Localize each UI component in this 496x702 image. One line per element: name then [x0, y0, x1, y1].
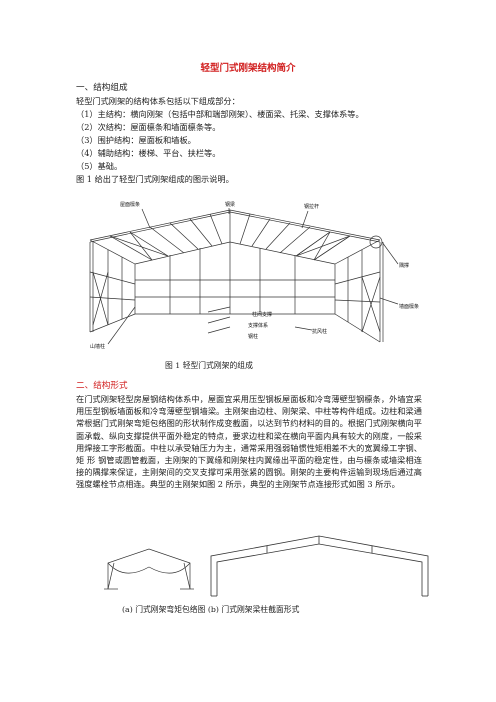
text-line: （1）主结构：横向刚架（包括中部和端部刚架）、楼面梁、托梁、支撑体系等。 [76, 109, 364, 119]
label-end-column: 山墙柱 [90, 344, 106, 350]
figure-2-moment-envelope [104, 548, 194, 590]
text-line: （2）次结构：屋面檩条和墙面檩条等。 [76, 122, 221, 132]
section-heading-form: 二、结构形式 [76, 381, 128, 391]
text-line: （4）辅助结构：楼梯、平台、扶栏等。 [76, 148, 221, 158]
figure-2-frame-section [210, 535, 429, 597]
figure-2-caption: (a) 门式刚架弯矩包络图 (b) 门式刚架梁柱截面形式 [122, 605, 300, 614]
label-column: 钢柱 [248, 334, 259, 340]
label-rigid-frame: 钢梁 [225, 202, 236, 208]
figure-1-frame-drawing [89, 208, 399, 345]
label-gable-column: 柱间支撑 [252, 312, 273, 318]
label-wall-purlin: 墙面檩条 [399, 304, 420, 310]
label-bracing: 支撑体系 [248, 323, 269, 329]
label-roof-purlin: 屋面檩条 [120, 202, 141, 208]
figure-1-caption: 图 1 轻型门式刚架的组成 [165, 361, 253, 370]
section-heading-structure: 一、结构组成 [76, 83, 128, 93]
page-title: 轻型门式刚架结构简介 [200, 63, 296, 74]
text-line: （5）基础。 [76, 161, 123, 171]
label-wind-column: 抗风柱 [312, 329, 328, 335]
text-line: 图 1 给出了轻型门式刚架组成的图示说明。 [76, 174, 234, 184]
label-sag-rod: 钢拉杆 [304, 204, 320, 210]
text-line: 轻型门式刚架的结构体系包括以下组成部分： [76, 96, 240, 106]
text-line: （3）围护结构：屋面板和墙板。 [76, 135, 196, 145]
body-paragraph: 在门式刚架轻型房屋钢结构体系中，屋面宜采用压型钢板屋面板和冷弯薄壁型钢檩条，外墙… [76, 394, 422, 490]
label-corner-brace: 隅撑 [399, 263, 410, 269]
